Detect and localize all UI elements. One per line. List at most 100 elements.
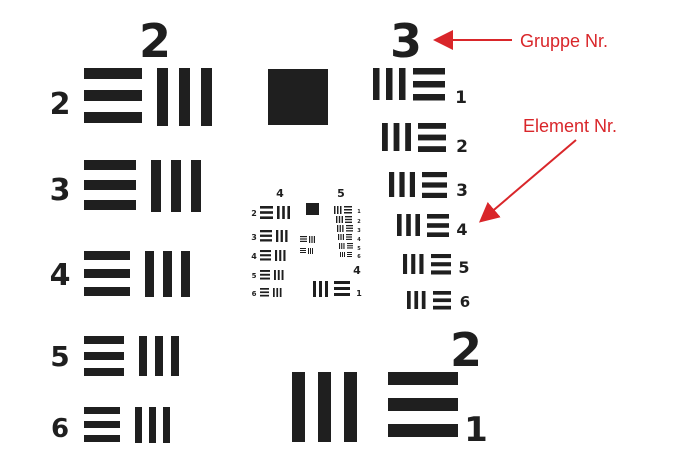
inner-right-el-6-vbar-3 [344, 252, 345, 257]
outer-left-el-2-hbar-2 [84, 90, 142, 101]
outer-right-el-5-hbar-2 [431, 262, 451, 267]
outer-right-el-2-hbar-1 [418, 123, 446, 129]
inner-right-el-4-vbar-2 [340, 234, 342, 240]
inner-right-el-6-hbar-2 [347, 254, 352, 255]
outer-left-el-3-vbar-1 [151, 160, 161, 212]
inner-left-el-5-vbar-1 [274, 270, 276, 280]
outer-left-el-4-vbar-2 [163, 251, 172, 297]
outer-left-el-4-hbar-3 [84, 287, 130, 296]
outer-right-el-1-vbar-3 [399, 68, 406, 100]
outer-left-el-2-hbar-1 [84, 68, 142, 79]
inner-element-right-1: 1 [357, 209, 361, 215]
inner-element-left-6: 6 [252, 290, 257, 298]
inner-left-el-6-hbar-3 [260, 294, 269, 297]
outer-right-el-3-vbar-2 [399, 172, 405, 197]
inner-right-el-1-vbar-2 [337, 206, 339, 214]
inner-mid-a-vbar-1 [309, 236, 311, 243]
inner-right-el-2-vbar-3 [341, 216, 343, 223]
element-number-right-4: 4 [456, 220, 467, 239]
outer-left-el-2-vbar-2 [179, 68, 190, 126]
inner-right-el-2-vbar-2 [338, 216, 341, 223]
inner-left-el-5-hbar-3 [260, 277, 270, 280]
outer-right-el-6-hbar-2 [433, 298, 451, 303]
outer-right-el-6-hbar-1 [433, 291, 451, 295]
inner-bottom-el-1-hbar-1 [334, 281, 350, 284]
inner-right-el-4-hbar-2 [346, 236, 352, 238]
inner-left-el-4-hbar-2 [260, 254, 271, 257]
outer-right-el-2-hbar-3 [418, 146, 446, 152]
element-number-left-3: 3 [50, 173, 71, 208]
inner-right-el-6-vbar-1 [340, 252, 341, 257]
inner-left-el-3-vbar-1 [276, 230, 279, 242]
inner-element-left-3: 3 [251, 233, 257, 242]
inner-mid-b-vbar-1 [308, 248, 309, 254]
inner-right-el-4-hbar-1 [346, 234, 352, 236]
inner-right-el-1-hbar-1 [344, 206, 352, 208]
outer-right-el-4-vbar-2 [406, 214, 411, 236]
inner-left-el-5-hbar-1 [260, 270, 270, 272]
outer-left-el-5-vbar-2 [155, 336, 163, 376]
inner-right-el-2-hbar-2 [345, 218, 352, 221]
inner-right-el-3-hbar-3 [346, 230, 353, 232]
outer-right-el-6-vbar-2 [414, 291, 419, 309]
inner-element-right-5: 5 [357, 246, 361, 252]
inner-bottom-el-1-vbar-2 [319, 281, 322, 297]
outer-right-el-5-hbar-1 [431, 254, 451, 259]
group-number-annotation: Gruppe Nr. [520, 31, 608, 51]
inner-mid-b-vbar-2 [310, 248, 311, 254]
outer-right-el-3-vbar-1 [389, 172, 395, 197]
inner-right-el-1-hbar-3 [344, 212, 352, 214]
inner-left-el-6-hbar-2 [260, 291, 269, 294]
outer-left-el-5-hbar-1 [84, 336, 124, 344]
outer-right-el-4-hbar-1 [427, 214, 449, 219]
outer-left-el-4-hbar-1 [84, 251, 130, 260]
outer-bottom-el-1-vbar-2 [318, 372, 331, 442]
inner-left-el-6-vbar-2 [276, 288, 279, 297]
inner-bottom-el-1-vbar-1 [313, 281, 316, 297]
inner-left-el-4-hbar-1 [260, 250, 271, 253]
inner-mid-a-hbar-3 [300, 240, 307, 242]
inner-right-el-1-hbar-2 [344, 209, 352, 211]
inner-left-el-3-hbar-2 [260, 234, 272, 237]
element-number-left-6: 6 [51, 414, 69, 444]
outer-right-el-3-hbar-1 [422, 172, 447, 178]
outer-left-el-6-vbar-3 [163, 407, 170, 443]
inner-left-el-2-vbar-1 [277, 206, 280, 219]
inner-bottom-el-1-hbar-3 [334, 293, 350, 296]
outer-right-el-3-hbar-2 [422, 182, 447, 188]
inner-left-el-5-hbar-2 [260, 273, 270, 276]
reference-square [268, 69, 328, 125]
outer-left-el-6-vbar-2 [149, 407, 156, 443]
outer-left-el-5-vbar-1 [139, 336, 147, 376]
outer-left-el-6-hbar-1 [84, 407, 120, 414]
outer-left-el-5-hbar-2 [84, 352, 124, 360]
inner-left-el-5-vbar-3 [281, 270, 284, 280]
outer-left-el-3-vbar-2 [171, 160, 181, 212]
inner-left-el-3-vbar-3 [285, 230, 288, 242]
outer-right-el-6-vbar-1 [407, 291, 411, 309]
inner-right-el-4-vbar-1 [338, 234, 340, 240]
inner-element-right-3: 3 [357, 228, 361, 234]
inner-left-el-4-vbar-1 [275, 250, 278, 261]
element-number-annotation: Element Nr. [523, 116, 617, 136]
outer-right-el-2-vbar-1 [382, 123, 388, 151]
outer-right-el-5-vbar-2 [411, 254, 416, 274]
outer-right-el-1-hbar-3 [413, 94, 445, 101]
inner-right-el-5-vbar-2 [341, 243, 343, 249]
inner-left-el-3-hbar-1 [260, 230, 272, 233]
outer-right-el-1-hbar-2 [413, 81, 445, 88]
outer-left-el-3-vbar-3 [191, 160, 201, 212]
outer-right-bar-groups [373, 68, 451, 310]
inner-right-el-3-vbar-1 [337, 225, 339, 232]
inner-left-el-3-hbar-3 [260, 239, 272, 242]
outer-bottom-el-1-hbar-3 [388, 424, 458, 437]
outer-bottom-el-1-hbar-1 [388, 372, 458, 385]
inner-left-el-6-vbar-3 [279, 288, 282, 297]
inner-element-right-2: 2 [357, 219, 361, 225]
outer-right-el-3-vbar-3 [409, 172, 415, 197]
outer-left-el-5-hbar-3 [84, 368, 124, 376]
inner-left-el-6-vbar-1 [273, 288, 275, 297]
inner-mid-a-vbar-3 [313, 236, 315, 243]
outer-left-el-4-vbar-1 [145, 251, 154, 297]
